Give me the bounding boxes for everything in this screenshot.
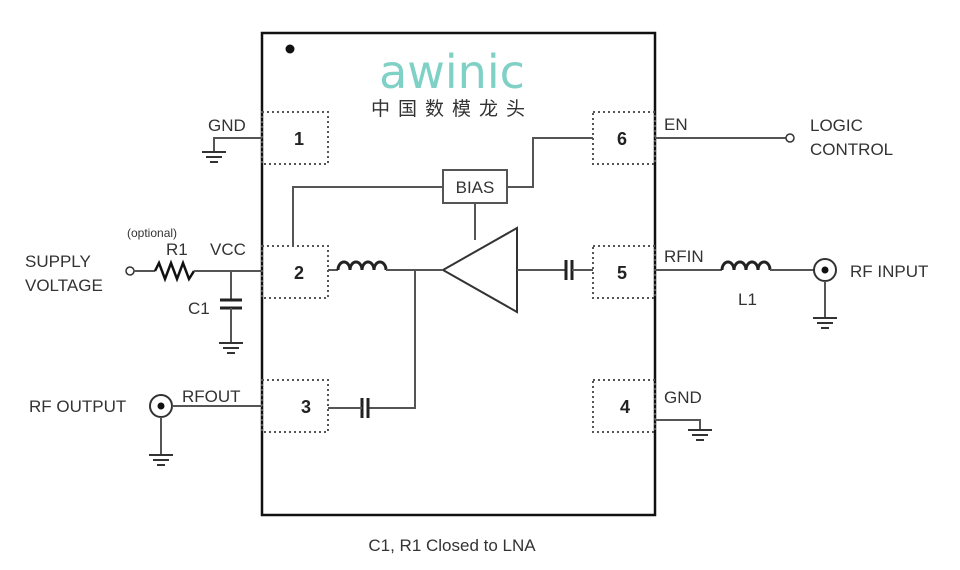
bias-to-pin2-wire bbox=[292, 186, 443, 246]
svg-text:1: 1 bbox=[294, 129, 304, 149]
ground-icon bbox=[148, 454, 174, 466]
gnd-label: GND bbox=[208, 116, 246, 135]
l1-label: L1 bbox=[738, 290, 757, 309]
r1-label: R1 bbox=[166, 240, 188, 259]
ground-icon bbox=[218, 342, 244, 354]
pin-5: 5 bbox=[592, 245, 656, 299]
svg-text:6: 6 bbox=[617, 129, 627, 149]
voltage-label: VOLTAGE bbox=[25, 276, 103, 295]
logic-label: LOGIC bbox=[810, 116, 863, 135]
bias-to-pin6-wire bbox=[507, 137, 593, 188]
ground-icon bbox=[201, 151, 227, 163]
r1-resistor-icon bbox=[153, 259, 196, 283]
svg-text:3: 3 bbox=[301, 397, 311, 417]
rf-output-connector-icon bbox=[149, 394, 173, 418]
svg-text:BIAS: BIAS bbox=[456, 178, 495, 197]
logo-tagline: 中国数模龙头 bbox=[371, 98, 533, 120]
supply-terminal-icon bbox=[125, 266, 135, 276]
control-label: CONTROL bbox=[810, 140, 893, 159]
en-label: EN bbox=[664, 115, 688, 134]
svg-text:5: 5 bbox=[617, 263, 627, 283]
bias-block: BIAS bbox=[442, 169, 508, 204]
internal-inductor-icon bbox=[336, 260, 388, 271]
awinic-logo: awinic bbox=[379, 45, 525, 99]
pin-4: 4 bbox=[592, 379, 656, 433]
c1-label: C1 bbox=[188, 299, 210, 318]
svg-text:4: 4 bbox=[620, 397, 630, 417]
svg-text:2: 2 bbox=[294, 263, 304, 283]
rf-output-label: RF OUTPUT bbox=[29, 397, 126, 416]
rf-input-connector-icon bbox=[813, 258, 837, 282]
pin4-gnd-wire bbox=[655, 419, 701, 430]
feedback-wire bbox=[368, 270, 416, 409]
ground-icon bbox=[812, 317, 838, 329]
c1-capacitor-icon bbox=[220, 298, 242, 310]
caption: C1, R1 Closed to LNA bbox=[368, 536, 536, 555]
pin1-gnd-wire bbox=[213, 137, 262, 152]
pin1-marker-dot bbox=[285, 44, 295, 54]
l1-inductor-icon bbox=[720, 260, 772, 271]
vcc-label: VCC bbox=[210, 240, 246, 259]
ground-icon bbox=[687, 429, 713, 441]
gnd-label: GND bbox=[664, 388, 702, 407]
rfout-label: RFOUT bbox=[182, 387, 241, 406]
rf-input-label: RF INPUT bbox=[850, 262, 928, 281]
optional-label: (optional) bbox=[127, 226, 177, 240]
logic-terminal-icon bbox=[785, 133, 795, 143]
rfin-label: RFIN bbox=[664, 247, 704, 266]
supply-label: SUPPLY bbox=[25, 252, 91, 271]
